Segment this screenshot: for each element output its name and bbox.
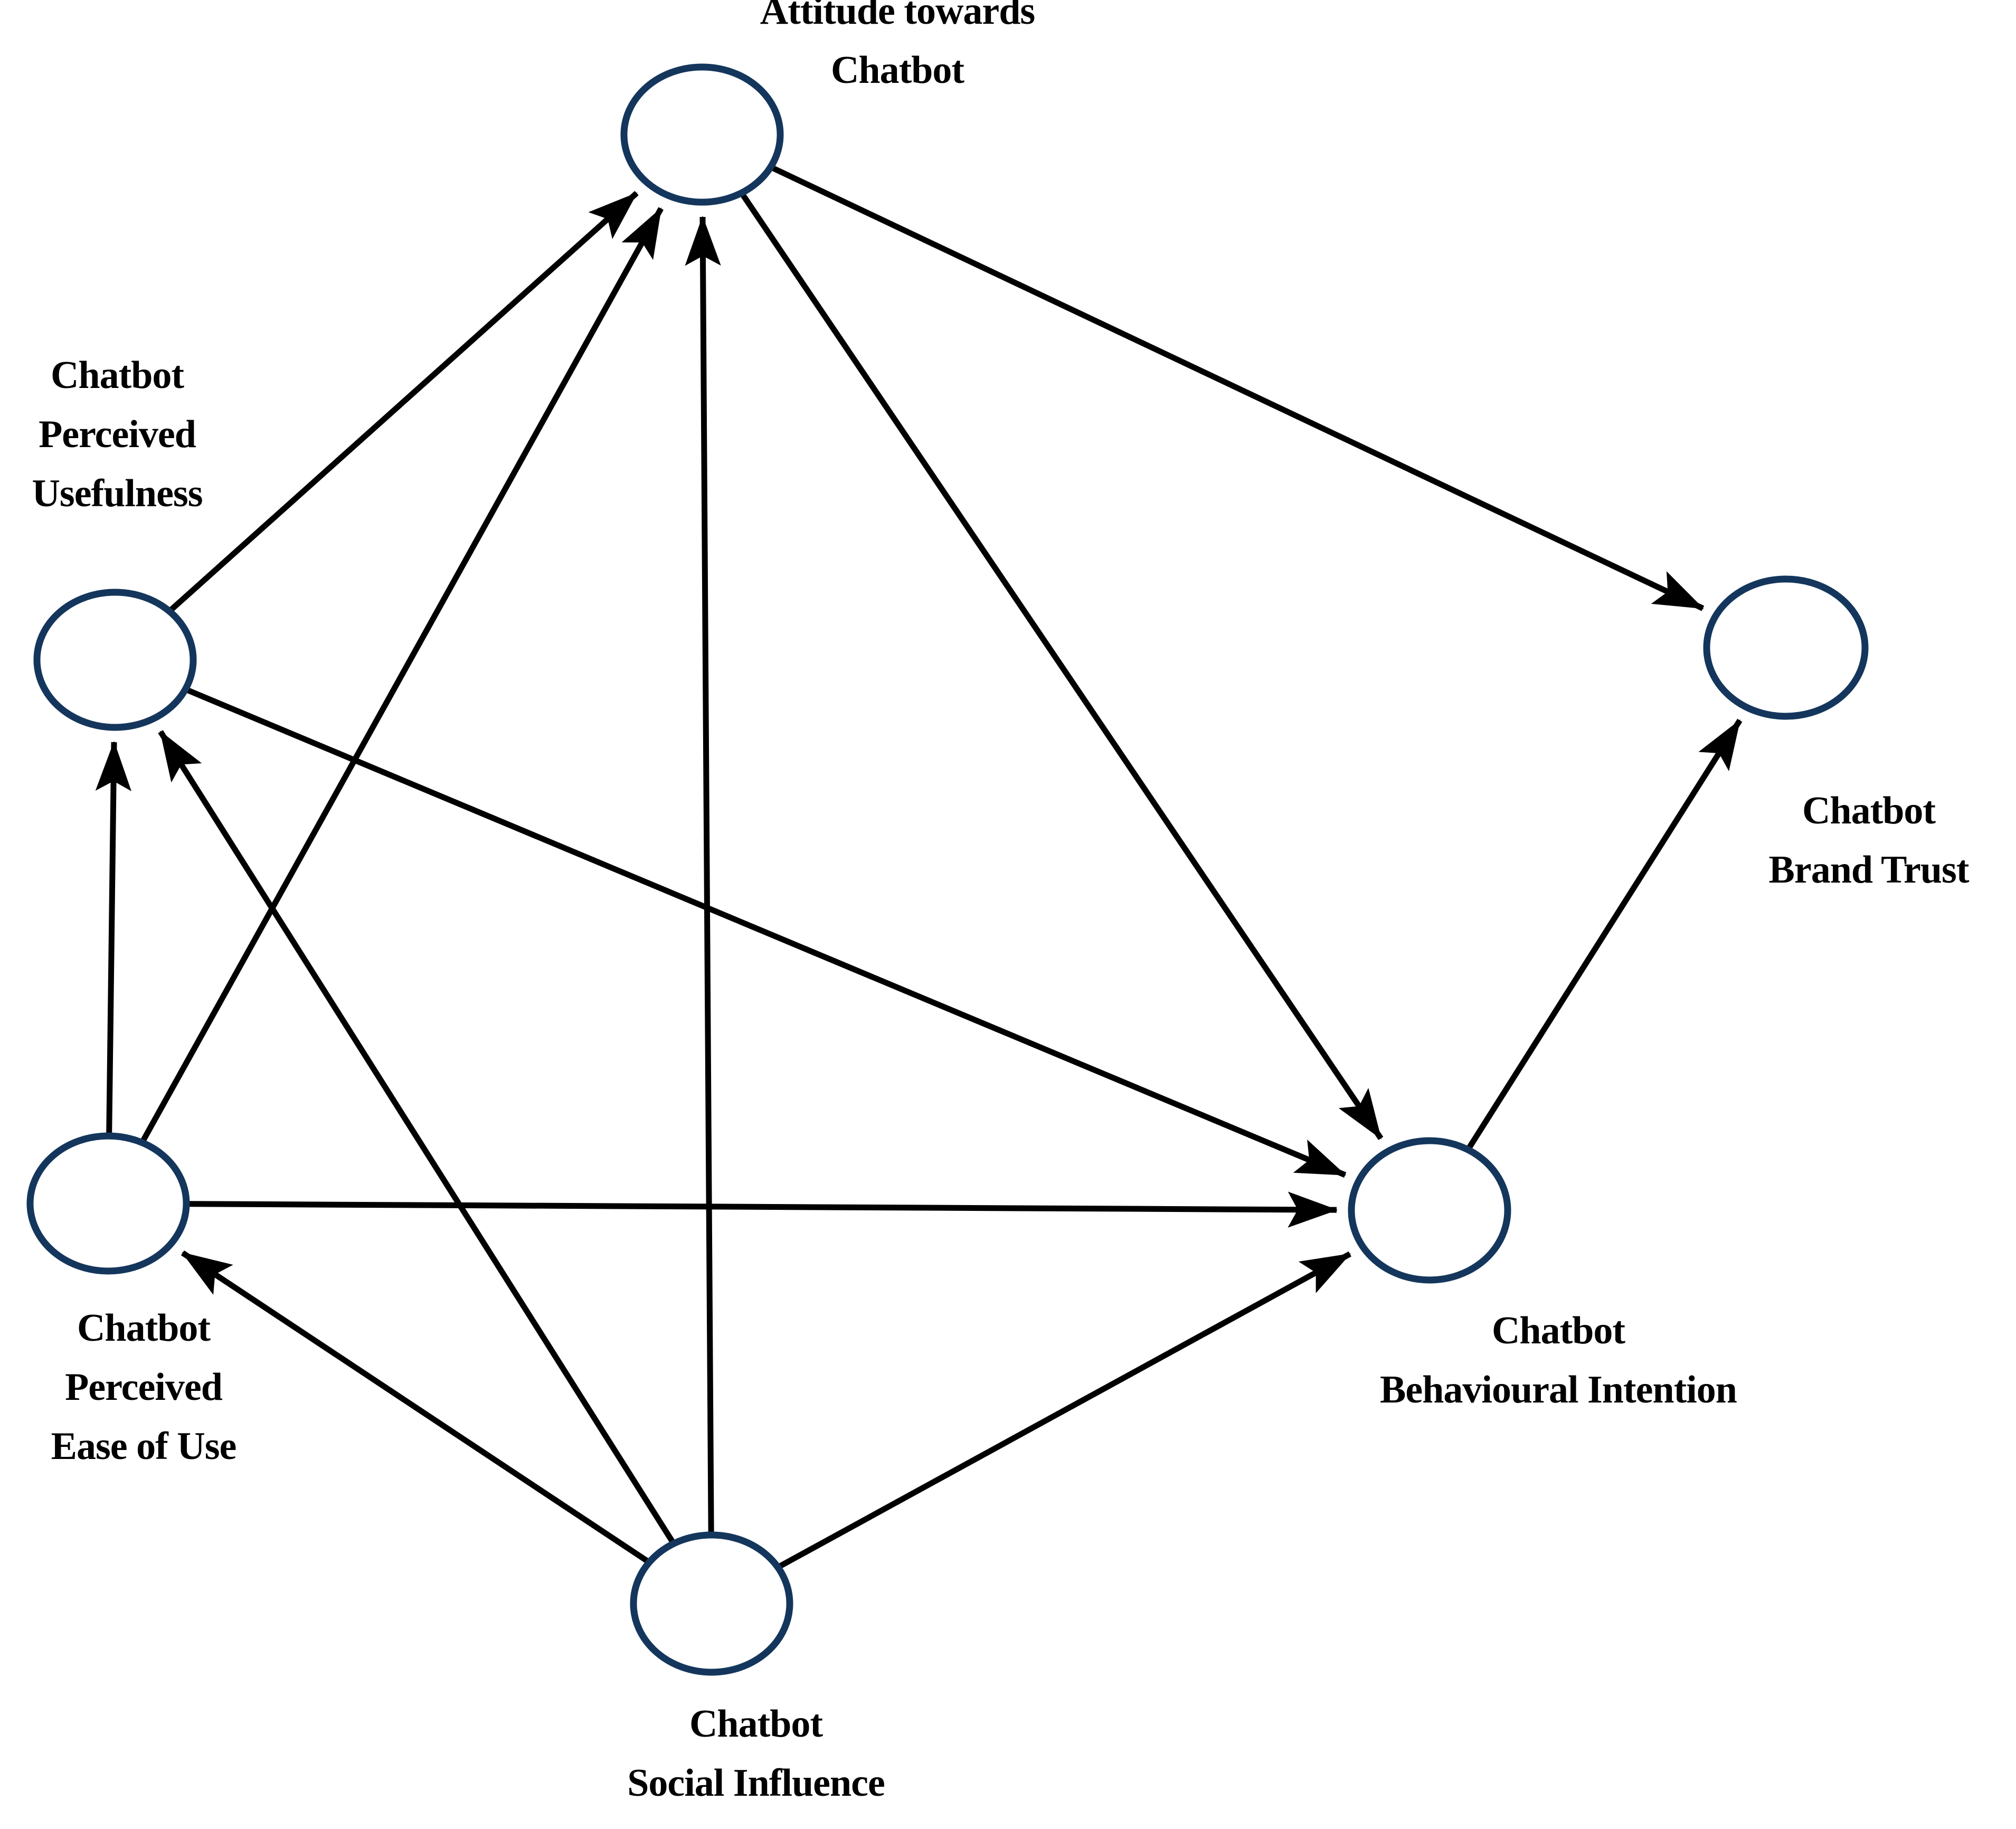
edge-si-to-peou: [181, 1250, 653, 1566]
edge-attitude-to-bt: [767, 163, 1705, 611]
node-social_influence[interactable]: [630, 1531, 793, 1676]
node-label-line: Chatbot: [689, 1702, 823, 1746]
node-label-line: Chatbot: [831, 49, 964, 92]
edge-peou-to-attitude: [138, 207, 664, 1146]
node-label-line: Chatbot: [1492, 1309, 1625, 1352]
node-label-line: Attitude towards: [760, 0, 1035, 33]
node-label-line: Brand Trust: [1769, 848, 1970, 892]
edge-si-to-pu: [158, 730, 677, 1547]
edge-attitude-to-bi: [737, 189, 1384, 1140]
node-label-line: Chatbot: [77, 1306, 211, 1350]
node-label-line: Perceived: [65, 1366, 223, 1409]
edge-pu-to-bi: [182, 686, 1347, 1178]
edge-peou-to-pu: [95, 741, 131, 1139]
node-perceived_ease_of_use[interactable]: [26, 1132, 190, 1275]
edge-si-to-bi: [774, 1251, 1351, 1571]
node-label-line: Ease of Use: [51, 1425, 236, 1468]
node-label-line: Social Influence: [627, 1761, 885, 1805]
node-label-line: Perceived: [39, 413, 196, 456]
node-behavioural_intention[interactable]: [1348, 1137, 1511, 1284]
node-label-line: Chatbot: [1802, 789, 1936, 832]
edge-pu-to-attitude: [166, 191, 639, 615]
node-layer: [26, 63, 1869, 1676]
edge-peou-to-bi: [184, 1191, 1338, 1228]
node-label-line: Chatbot: [51, 354, 184, 397]
node-label-line: Behavioural Intention: [1380, 1368, 1737, 1411]
node-attitude[interactable]: [620, 63, 784, 206]
node-label-line: Usefulness: [32, 472, 202, 515]
edge-bi-to-bt: [1464, 718, 1743, 1153]
edge-layer: [95, 163, 1743, 1571]
edge-si-to-attitude: [685, 215, 721, 1538]
node-perceived_usefulness[interactable]: [33, 589, 197, 731]
node-brand_trust[interactable]: [1703, 575, 1869, 720]
